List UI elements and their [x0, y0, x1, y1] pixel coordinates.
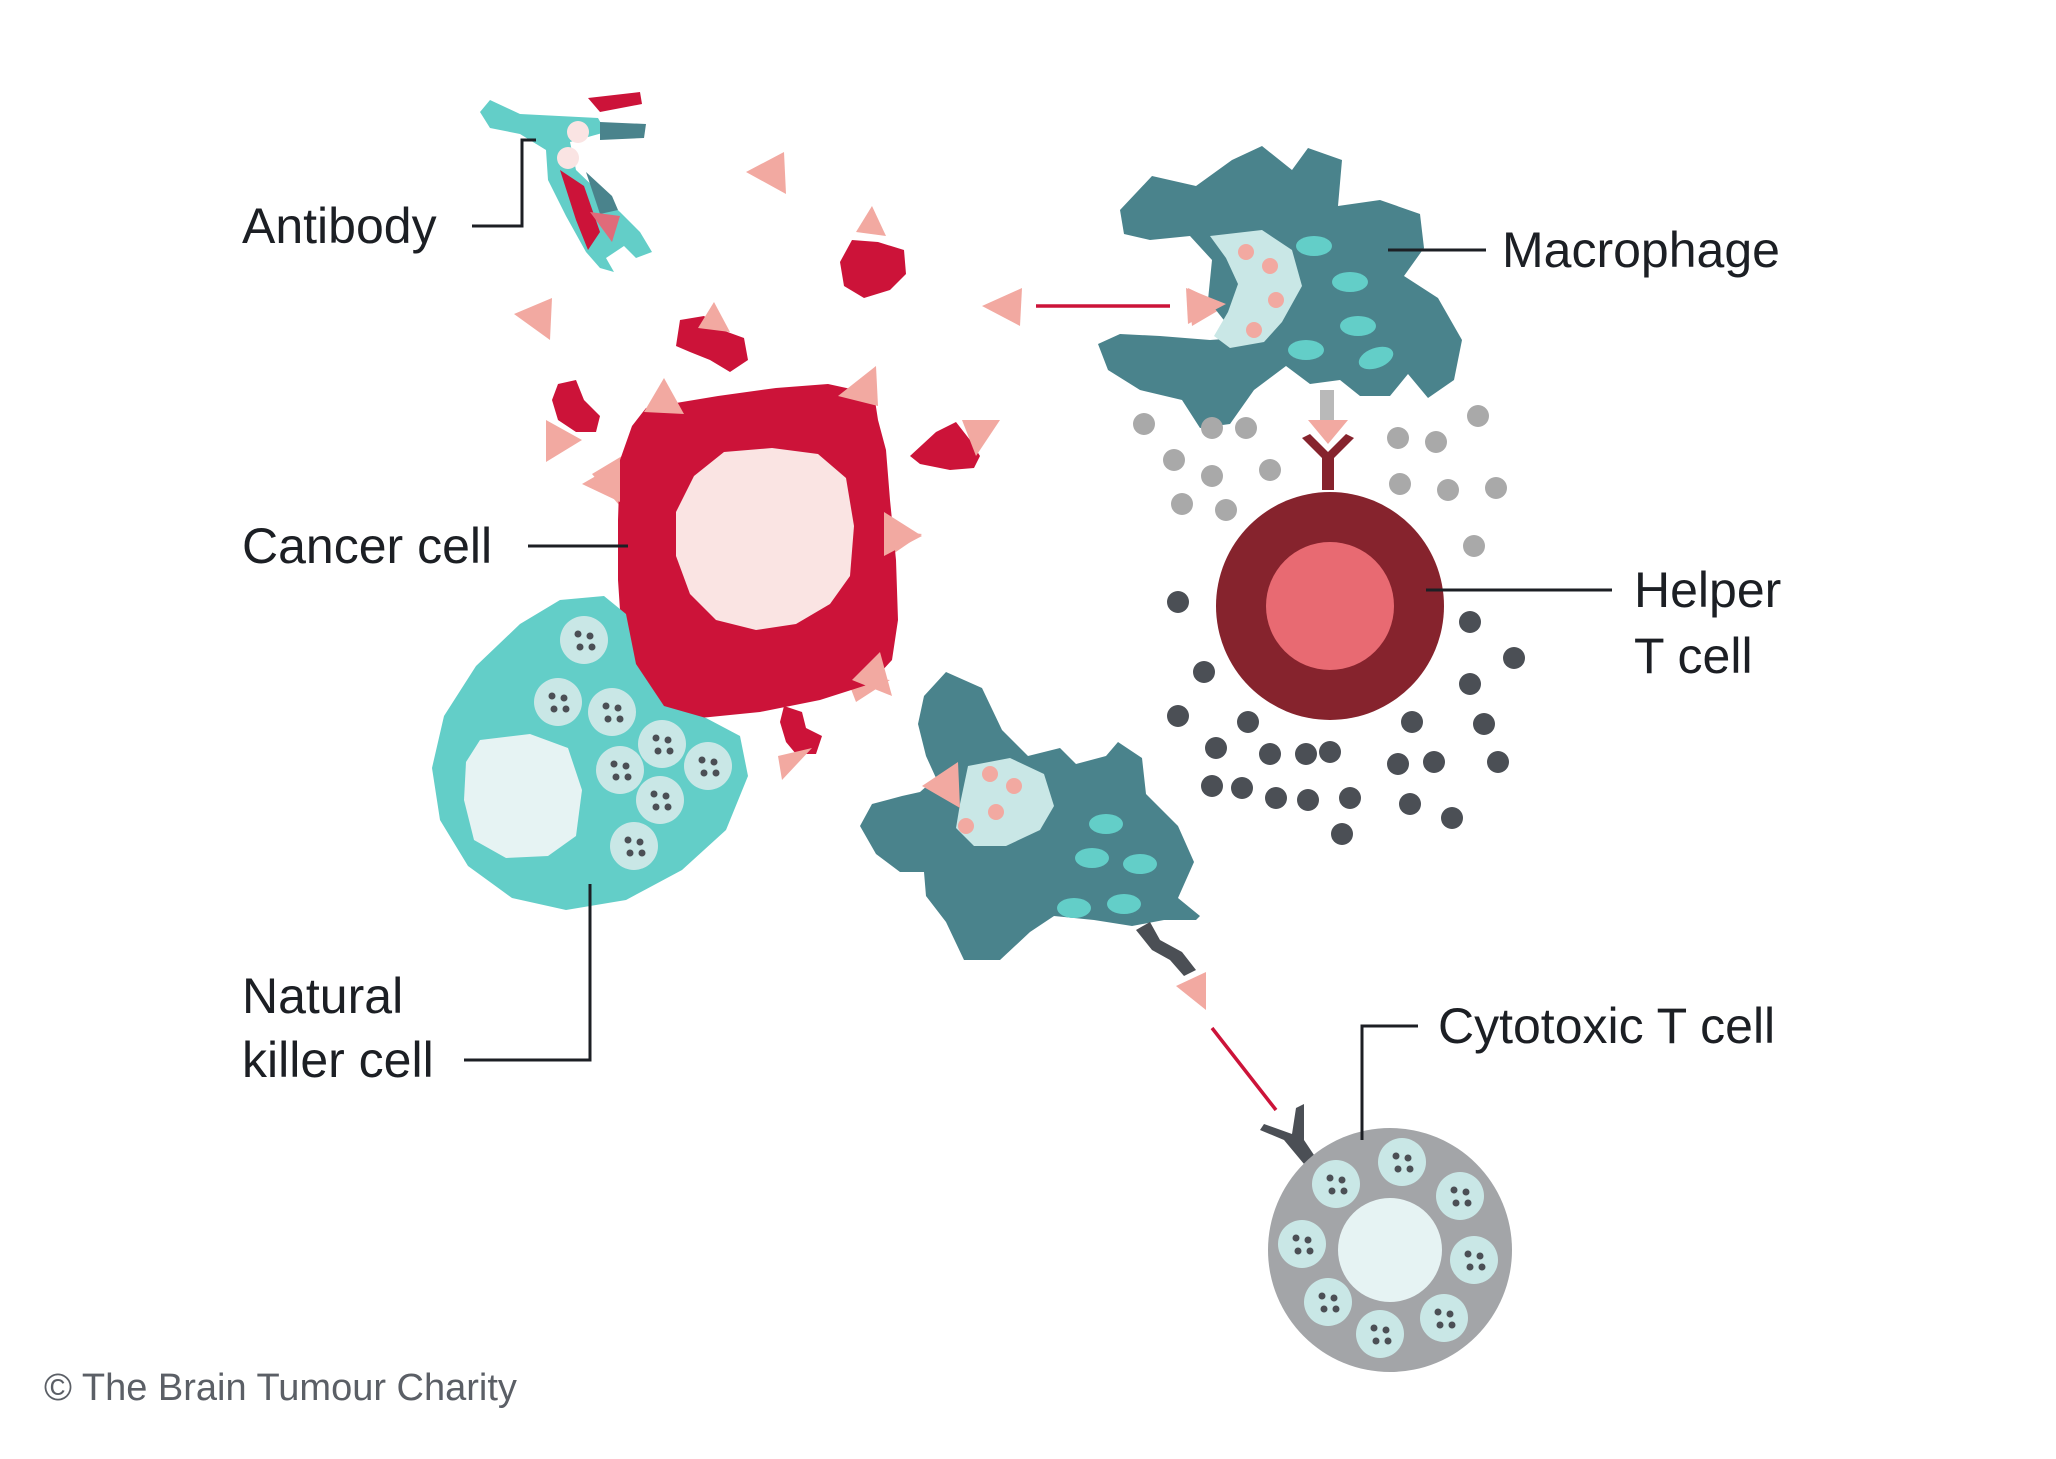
label-natural-killer-line2: killer cell	[242, 1032, 434, 1088]
label-antibody: Antibody	[242, 198, 437, 254]
cancer-debris	[552, 240, 980, 754]
leader-cytotoxic-t	[1360, 1024, 1418, 1140]
antibody	[480, 92, 652, 272]
label-cytotoxic-t: Cytotoxic T cell	[1438, 998, 1776, 1054]
label-cancer-cell: Cancer cell	[242, 518, 493, 574]
cytokine-dots-light	[1133, 405, 1507, 557]
label-natural-killer-line1: Natural	[242, 968, 404, 1024]
cancer-cell	[582, 366, 922, 718]
nk-granules	[534, 616, 732, 870]
natural-killer-cell	[432, 596, 748, 910]
arrow-to-cytotoxic-cell	[1210, 1026, 1278, 1112]
macrophage-to-helper-link	[1302, 390, 1354, 490]
cytotoxic-granules	[1278, 1138, 1498, 1358]
cytokine-dots-dark	[1167, 591, 1525, 845]
macrophage	[1098, 146, 1462, 428]
helper-t-cell	[1216, 492, 1444, 720]
debris-spikes	[698, 206, 1000, 780]
leader-natural-killer	[464, 884, 592, 1062]
copyright-notice: © The Brain Tumour Charity	[44, 1367, 517, 1409]
antigen-presenting-cell	[860, 672, 1206, 1010]
label-helper-t-line1: Helper	[1634, 562, 1782, 618]
leader-antibody	[472, 138, 536, 228]
label-helper-t-line2: T cell	[1634, 628, 1753, 684]
cytotoxic-t-cell	[1260, 1104, 1512, 1372]
leader-lines	[464, 138, 1612, 1140]
label-macrophage: Macrophage	[1502, 222, 1780, 278]
